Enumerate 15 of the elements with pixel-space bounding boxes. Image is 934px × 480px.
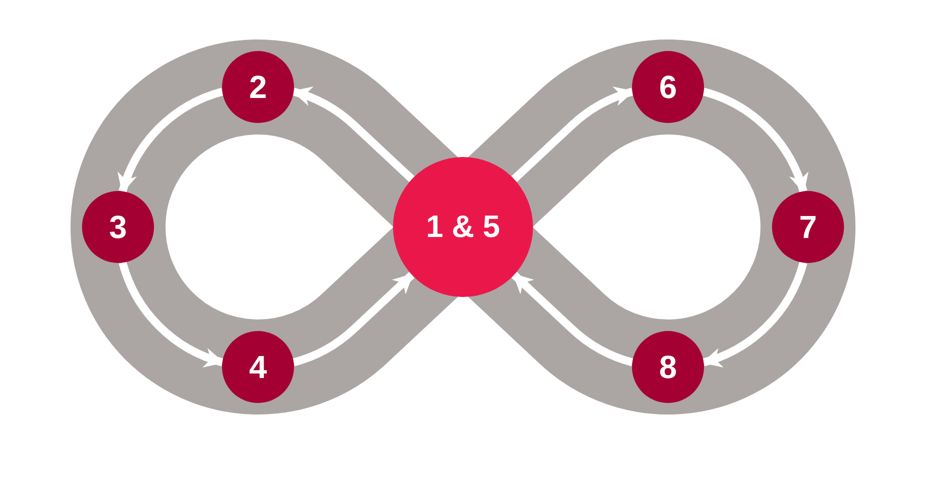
flow-arrow	[511, 272, 634, 366]
step-number: 6	[659, 68, 677, 107]
flow-arrow	[118, 88, 224, 194]
step-number: 3	[109, 208, 127, 247]
flow-arrow	[511, 88, 634, 182]
flow-arrow	[118, 261, 224, 366]
flow-arrow	[292, 88, 415, 182]
flow-arrow	[702, 88, 808, 194]
step-number: 1 & 5	[426, 208, 500, 246]
flow-arrow	[702, 261, 808, 366]
step-number: 4	[249, 348, 267, 387]
step-number: 8	[659, 348, 677, 387]
flow-arrow	[292, 272, 415, 366]
step-number: 2	[249, 68, 267, 107]
step-number: 7	[799, 208, 817, 247]
